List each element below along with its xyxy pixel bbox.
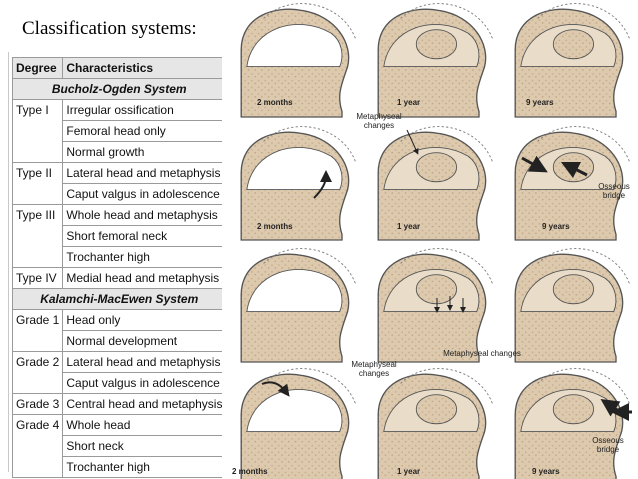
normal-contour-dashed xyxy=(400,368,493,404)
femoral-head-figure: 2 months 1 year 9 years Metaphyseal chan… xyxy=(222,0,638,479)
characteristic-cell: Normal growth xyxy=(62,141,227,163)
normal-contour-dashed xyxy=(537,3,630,39)
age-caption: 9 years xyxy=(532,467,560,476)
ossification-center xyxy=(552,394,595,425)
normal-contour-dashed xyxy=(537,368,630,404)
page-title: Classification systems: xyxy=(22,18,197,39)
table-row: Type III Whole head and metaphysis xyxy=(11,204,227,268)
table-row: Grade 3 Central head and metaphysis xyxy=(11,393,227,415)
arrow-icon xyxy=(521,155,548,173)
degree-cell: Grade 1 xyxy=(11,309,64,352)
characteristic-cell: Lateral head and metaphysis xyxy=(62,351,227,373)
degree-cell: Type IV xyxy=(11,267,64,289)
femoral-head-drawing xyxy=(377,3,493,118)
characteristic-cell: Trochanter high xyxy=(62,246,227,268)
table-row: Trochanter high xyxy=(13,456,227,478)
system-name: Bucholz-Ogden System xyxy=(11,78,227,100)
characteristic-cell: Normal development xyxy=(62,330,227,352)
femoral-head-illustrations xyxy=(240,3,632,479)
osseous-bridge-note: Osseous bridge xyxy=(598,182,630,200)
metaphyseal-changes-note: Metaphyseal changes xyxy=(443,349,521,358)
age-caption: 1 year xyxy=(397,222,421,231)
age-caption: 1 year xyxy=(397,467,421,476)
femoral-head-drawing xyxy=(514,248,630,363)
characteristic-cell: Short neck xyxy=(62,435,227,457)
normal-contour-dashed xyxy=(537,248,630,284)
femoral-head-drawing xyxy=(377,126,493,241)
table-row: Type I Irregular ossification xyxy=(11,99,227,163)
normal-contour-dashed xyxy=(400,126,493,162)
age-caption: 9 years xyxy=(526,98,554,107)
characteristic-cell: Caput valgus in adolescence xyxy=(62,183,227,205)
ossification-center xyxy=(415,152,458,183)
table-row: Grade 4 Whole head xyxy=(11,414,227,478)
osseous-bridge-note: Osseous bridge xyxy=(592,436,624,454)
system-row: Bucholz-Ogden System xyxy=(11,78,227,100)
cartilage-cap xyxy=(246,269,343,313)
degree-cell: Type I xyxy=(11,99,64,163)
system-name: Kalamchi-MacEwen System xyxy=(11,288,227,310)
arrow-icon xyxy=(406,129,419,155)
ossification-center xyxy=(552,29,595,60)
arrow-icon xyxy=(313,170,332,199)
header-characteristics: Characteristics xyxy=(62,57,227,79)
table-row: Grade 2 Lateral head and metaphysis xyxy=(11,351,227,394)
characteristic-cell: Head only xyxy=(62,309,227,331)
table-row: Normal development xyxy=(13,330,227,352)
normal-contour-dashed xyxy=(263,248,356,284)
characteristic-cell: Caput valgus in adolescence xyxy=(62,372,227,394)
cartilage-cap xyxy=(246,24,343,68)
arrow-icon xyxy=(560,161,588,179)
characteristic-cell: Central head and metaphysis xyxy=(62,393,227,415)
degree-cell: Grade 3 xyxy=(11,393,64,415)
degree-cell: Type II xyxy=(11,162,64,205)
degree-cell: Type III xyxy=(11,204,64,268)
ossification-center xyxy=(415,29,458,60)
characteristic-cell: Medial head and metaphysis xyxy=(62,267,227,289)
table-header-row: Degree Characteristics xyxy=(11,57,227,79)
metaphyseal-changes-note: Metaphyseal changes xyxy=(351,360,397,378)
femoral-head-drawing xyxy=(240,248,356,363)
characteristic-cell: Irregular ossification xyxy=(62,99,227,121)
normal-contour-dashed xyxy=(400,3,493,39)
femoral-head-drawing xyxy=(377,368,493,479)
femoral-head-drawing xyxy=(377,248,493,363)
cartilage-cap xyxy=(246,389,343,433)
femoral-head-drawing xyxy=(240,368,356,479)
metaphyseal-changes-note: Metaphyseal changes xyxy=(356,112,402,130)
table-row: Type II Lateral head and metaphysis xyxy=(11,162,227,205)
femoral-head-drawing xyxy=(514,368,630,479)
degree-cell: Grade 2 xyxy=(11,351,64,394)
ossification-center xyxy=(415,394,458,425)
classification-table: Degree Characteristics Bucholz-Ogden Sys… xyxy=(11,57,227,478)
table-row: Grade 1 Head only xyxy=(11,309,227,352)
age-caption: 2 months xyxy=(257,98,293,107)
femoral-head-drawing xyxy=(240,126,356,241)
header-degree: Degree xyxy=(11,57,64,79)
normal-contour-dashed xyxy=(263,368,356,404)
age-caption: 2 months xyxy=(257,222,293,231)
degree-cell: Grade 4 xyxy=(11,414,64,478)
age-caption: 9 years xyxy=(542,222,570,231)
femoral-head-drawing xyxy=(514,3,630,118)
characteristic-cell: Whole head xyxy=(62,414,227,436)
age-caption: 1 year xyxy=(397,98,421,107)
characteristic-cell: Whole head and metaphysis xyxy=(62,204,227,226)
ossification-center xyxy=(552,274,595,305)
characteristic-cell: Femoral head only xyxy=(62,120,227,142)
normal-contour-dashed xyxy=(537,126,630,162)
characteristic-cell: Short femoral neck xyxy=(62,225,227,247)
normal-contour-dashed xyxy=(263,3,356,39)
femoral-head-drawing xyxy=(240,3,356,118)
table-row: Type IV Medial head and metaphysis xyxy=(11,267,227,289)
characteristic-cell: Lateral head and metaphysis xyxy=(62,162,227,184)
cartilage-cap xyxy=(246,147,343,191)
arrow-icon xyxy=(261,381,290,397)
age-caption: 2 months xyxy=(232,467,268,476)
ossification-center xyxy=(415,274,458,305)
normal-contour-dashed xyxy=(400,248,493,284)
characteristic-cell: Trochanter high xyxy=(62,456,227,478)
normal-contour-dashed xyxy=(263,126,356,162)
system-row: Kalamchi-MacEwen System xyxy=(11,288,227,310)
